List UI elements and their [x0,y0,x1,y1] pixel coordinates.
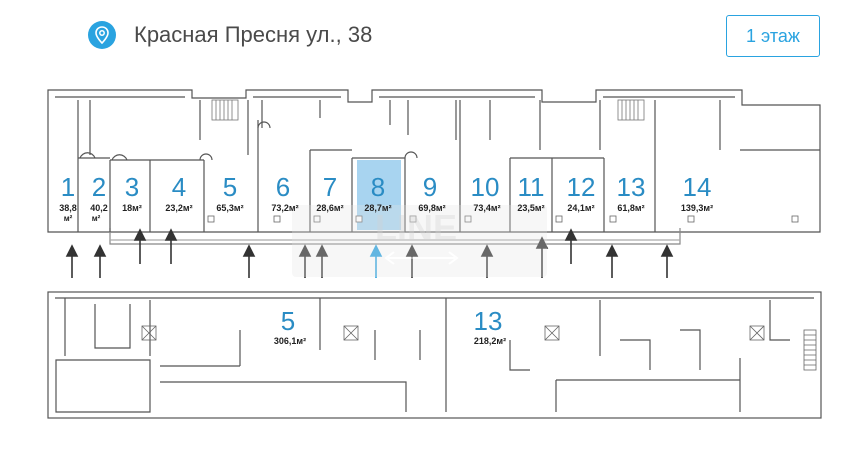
unit-number: 12 [567,172,596,202]
ground-units: 1 38,8 м² 2 40,2 м² 3 18м² 4 23,2м² 5 65… [59,172,713,223]
map-pin-icon [88,21,116,49]
unit-6[interactable]: 6 73,2м² [271,172,298,213]
unit-2[interactable]: 2 40,2 м² [90,172,108,223]
unit-14[interactable]: 14 139,3м² [681,172,713,213]
unit-number: 6 [276,172,290,202]
unit-area-unit: м² [64,214,73,223]
unit-area: 23,5м² [517,203,544,213]
basement-unit-13[interactable]: 13 218,2м² [474,306,507,346]
unit-10[interactable]: 10 73,4м² [471,172,501,213]
unit-number: 11 [518,172,545,202]
unit-area: 24,1м² [567,203,594,213]
unit-area: 61,8м² [617,203,644,213]
unit-area: 306,1м² [274,336,306,346]
unit-number: 8 [371,172,385,202]
unit-area: 28,7м² [364,203,391,213]
unit-7[interactable]: 7 28,6м² [316,172,343,213]
unit-area: 38,8 [59,203,77,213]
unit-area: 69,8м² [418,203,445,213]
unit-area: 73,4м² [473,203,500,213]
unit-number: 10 [471,172,500,202]
unit-13[interactable]: 13 61,8м² [617,172,646,213]
unit-number: 9 [423,172,437,202]
unit-12[interactable]: 12 24,1м² [567,172,596,213]
unit-1[interactable]: 1 38,8 м² [59,172,77,223]
unit-8-highlight [357,160,401,230]
unit-number: 5 [223,172,237,202]
unit-number: 7 [323,172,337,202]
unit-8[interactable]: 8 28,7м² [364,172,391,213]
unit-number: 1 [61,172,75,202]
unit-area: 18м² [122,203,142,213]
unit-number: 13 [474,306,503,336]
unit-9[interactable]: 9 69,8м² [418,172,445,213]
unit-number: 4 [172,172,186,202]
basement-units: 5 306,1м² 13 218,2м² [274,306,506,346]
header: Красная Пресня ул., 38 1 этаж [0,0,845,72]
unit-5[interactable]: 5 65,3м² [216,172,243,213]
unit-area-unit: м² [92,214,101,223]
unit-area: 218,2м² [474,336,506,346]
unit-number: 14 [683,172,712,202]
unit-area: 23,2м² [165,203,192,213]
unit-number: 13 [617,172,646,202]
unit-area: 65,3м² [216,203,243,213]
unit-number: 5 [281,306,295,336]
unit-area: 28,6м² [316,203,343,213]
unit-11[interactable]: 11 23,5м² [517,172,544,213]
unit-area: 73,2м² [271,203,298,213]
unit-number: 2 [92,172,106,202]
unit-4[interactable]: 4 23,2м² [165,172,192,213]
unit-area: 139,3м² [681,203,713,213]
basement-unit-5[interactable]: 5 306,1м² [274,306,306,346]
unit-number: 3 [125,172,139,202]
address-title: Красная Пресня ул., 38 [134,22,373,47]
unit-3[interactable]: 3 18м² [122,172,142,213]
floor-select-button[interactable]: 1 этаж [726,15,820,57]
watermark-text: LINE [375,207,457,248]
unit-area: 40,2 [90,203,108,213]
